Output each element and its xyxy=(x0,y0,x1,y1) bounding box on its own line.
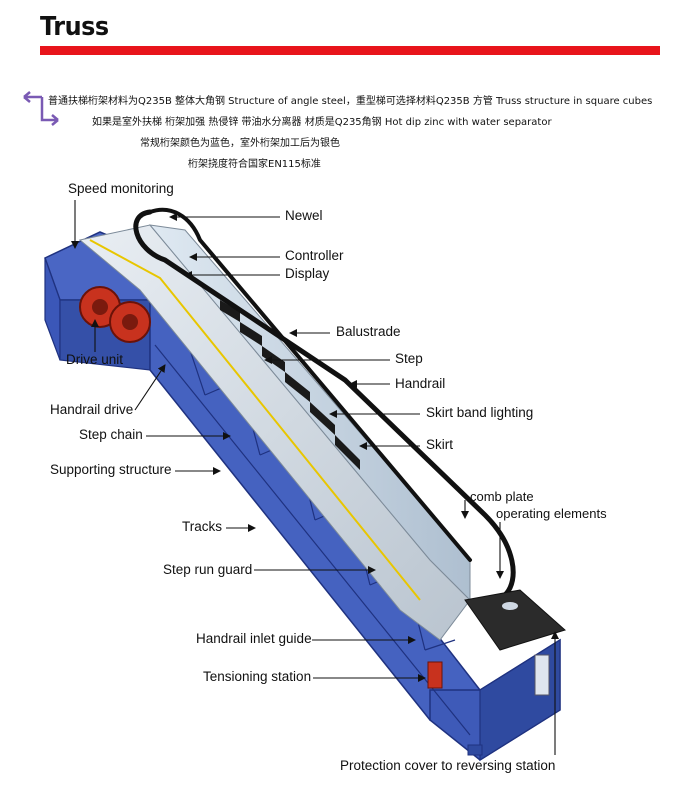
step-band xyxy=(78,224,471,641)
label-step-chain: Step chain xyxy=(79,427,143,442)
label-controller: Controller xyxy=(285,248,344,263)
label-balustrade: Balustrade xyxy=(336,324,401,339)
note-line-4: 桁架挠度符合国家EN115标准 xyxy=(188,159,321,170)
note-line-2: 如果是室外扶梯 桁架加强 热侵锌 带油水分离器 材质是Q235角钢 Hot di… xyxy=(92,117,552,128)
label-tracks: Tracks xyxy=(182,519,222,534)
label-display: Display xyxy=(285,266,330,281)
leader-lines xyxy=(71,200,559,755)
handrail xyxy=(133,209,516,598)
drive-unit xyxy=(79,286,151,343)
label-skirt-band-lighting: Skirt band lighting xyxy=(426,405,534,420)
label-comb-plate: comb plate xyxy=(470,489,534,504)
operating-panel xyxy=(534,654,550,696)
note-line-3: 常规桁架颜色为蓝色，室外桁架加工后为银色 xyxy=(140,138,340,149)
label-newel: Newel xyxy=(285,208,323,223)
label-drive-unit: Drive unit xyxy=(66,352,124,367)
label-operating-elements: operating elements xyxy=(496,506,607,521)
label-step: Step xyxy=(395,351,423,366)
label-protection-cover: Protection cover to reversing station xyxy=(340,758,556,773)
label-handrail-drive: Handrail drive xyxy=(50,402,134,417)
label-handrail-inlet-guide: Handrail inlet guide xyxy=(196,631,312,646)
note-line-1: 普通扶梯桁架材料为Q235B 整体大角钢 Structure of angle … xyxy=(48,96,653,107)
label-tensioning-station: Tensioning station xyxy=(203,669,312,684)
tensioning-detail xyxy=(427,661,443,689)
note-arrow-icon xyxy=(23,91,59,126)
label-step-run-guard: Step run guard xyxy=(163,562,253,577)
handrail-inner xyxy=(148,207,472,562)
label-skirt: Skirt xyxy=(426,437,453,452)
page-title: Truss xyxy=(40,12,109,42)
landing-plate xyxy=(464,589,566,651)
title-underline xyxy=(40,46,660,55)
label-speed-monitoring: Speed monitoring xyxy=(68,181,174,196)
label-supporting-structure: Supporting structure xyxy=(50,462,172,477)
label-handrail: Handrail xyxy=(395,376,446,391)
